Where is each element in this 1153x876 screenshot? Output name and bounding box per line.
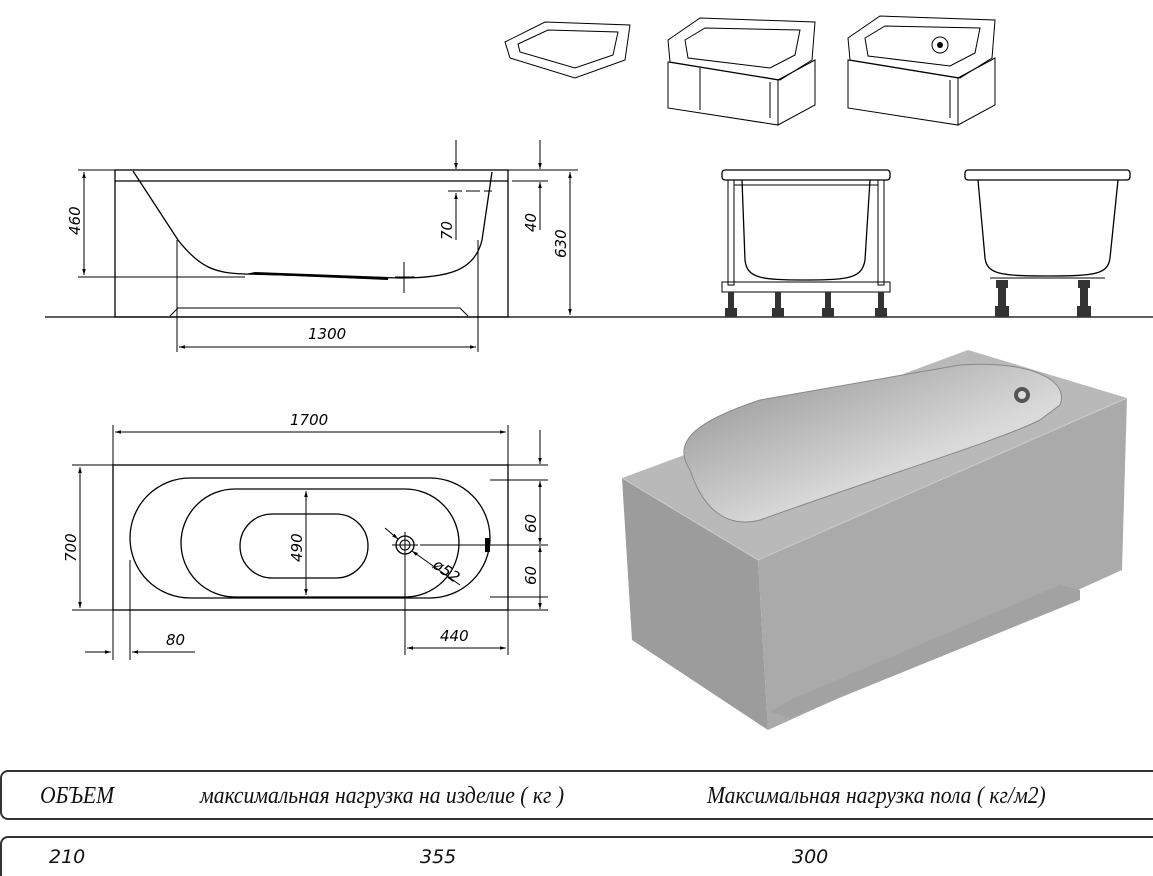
thumbnail-tub-with-frame [667,17,816,126]
dim-70: 70 [438,221,456,240]
front-view-with-frame [721,169,891,317]
end-view [964,169,1131,317]
specs-table-row: 210 355 300 [0,836,1153,876]
dim-40: 40 [522,213,540,232]
thumbnail-tub-with-frame-and-drain [847,15,996,126]
header-volume: ОБЪЕМ [40,783,115,809]
specs-table-header: ОБЪЕМ максимальная нагрузка на изделие (… [0,770,1153,820]
header-max-load-product: максимальная нагрузка на изделие ( кг ) [200,783,565,809]
value-max-load-product: 355 [420,846,457,868]
dim-460: 460 [66,206,84,235]
thumbnail-tub-plain [504,21,631,79]
dim-630: 630 [552,229,570,258]
side-view: 460 70 40 630 1300 [45,140,1153,352]
dim-1300: 1300 [308,325,346,343]
dim-440: 440 [440,627,469,645]
dim-80: 80 [166,631,185,649]
header-max-load-floor: Максимальная нагрузка пола ( кг/м2) [707,783,1046,809]
dim-700: 700 [62,533,80,562]
value-max-load-floor: 300 [792,846,829,868]
dim-60-top: 60 [522,514,540,533]
dim-drain-diameter: ø52 [429,555,463,587]
dim-1700: 1700 [290,411,328,429]
dim-490: 490 [288,533,306,562]
dim-60-bottom: 60 [522,566,540,585]
top-view: 1700 700 490 ø52 60 60 80 440 [62,411,548,660]
value-volume: 210 [49,846,86,868]
tub-3d-render [621,350,1128,730]
